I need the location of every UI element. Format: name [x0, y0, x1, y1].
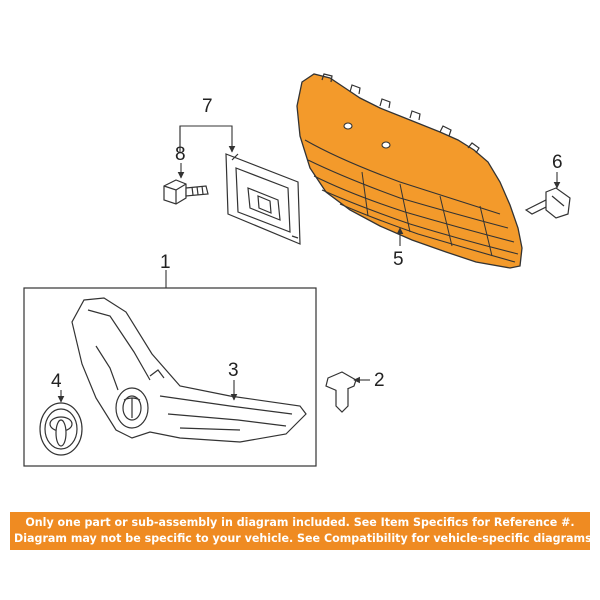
leader-7: [179, 125, 236, 153]
callout-5: 5: [393, 249, 404, 270]
lower-grille-body: [296, 73, 523, 269]
callout-7: 7: [202, 96, 213, 117]
toyota-emblem-part: [39, 402, 83, 456]
callout-1: 1: [160, 252, 171, 273]
radiator-grille-part: [71, 297, 307, 443]
lower-grille-part: [296, 73, 523, 269]
clip-6-part: [524, 187, 571, 219]
callout-8: 8: [175, 144, 186, 165]
notice-banner-background: [10, 512, 590, 550]
clip-2-part: [325, 371, 357, 413]
bolt-part: [163, 179, 209, 205]
callout-6: 6: [552, 152, 563, 173]
notice-line-2: Diagram may not be specific to your vehi…: [14, 532, 596, 545]
license-bracket-part: [225, 153, 301, 245]
callout-3: 3: [228, 360, 239, 381]
notice-banner: Only one part or sub-assembly in diagram…: [10, 512, 596, 550]
notice-line-1: Only one part or sub-assembly in diagram…: [25, 516, 575, 529]
callout-2: 2: [374, 370, 385, 391]
callout-4: 4: [51, 371, 62, 392]
